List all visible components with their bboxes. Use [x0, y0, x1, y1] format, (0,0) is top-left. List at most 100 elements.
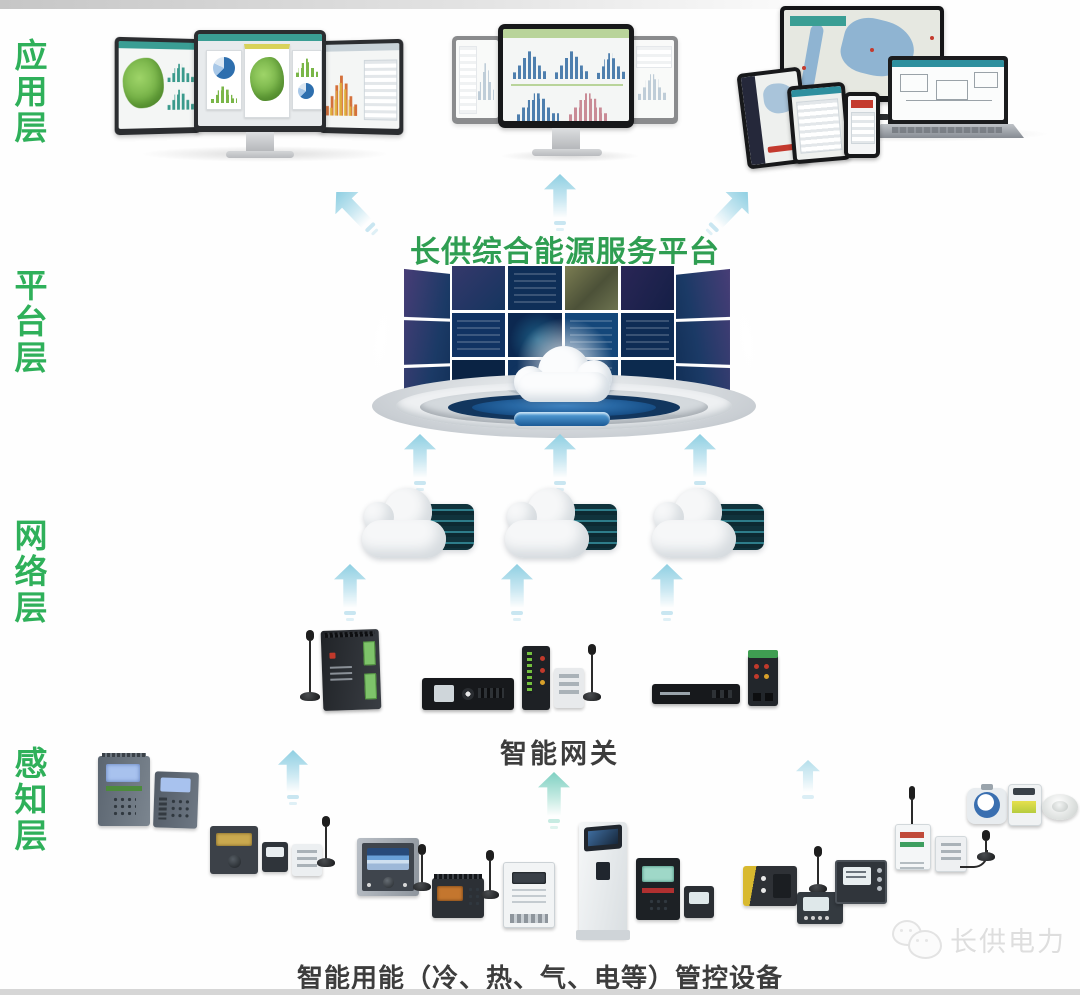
laptop-header	[892, 60, 1004, 67]
front-buttons	[761, 876, 766, 881]
arrow-dash	[511, 611, 523, 615]
wall-screen	[620, 266, 674, 310]
tablet-sidebar	[740, 76, 766, 166]
rack-switch-icon	[652, 684, 740, 704]
arrow-dash	[513, 618, 521, 621]
multifunction-meter-icon	[684, 886, 714, 918]
chat-bubble	[892, 920, 922, 946]
label-strip	[106, 786, 142, 791]
bar-chart-graphic	[555, 51, 589, 79]
bar-chart-graphic	[296, 58, 318, 77]
bar-chart-graphic	[638, 74, 668, 100]
meter-handle	[981, 784, 993, 790]
arrow-shape	[501, 564, 533, 608]
wall-screen	[452, 266, 506, 310]
tablet-screen	[791, 85, 847, 161]
controller-box-icon	[743, 866, 797, 906]
led-column	[527, 652, 532, 694]
cloud-body	[362, 520, 446, 558]
chat-bubble	[908, 930, 942, 959]
wechat-logo-icon	[890, 918, 942, 960]
page-edge-shade-top	[0, 0, 1080, 9]
green-map-graphic	[122, 57, 164, 109]
pie-card	[206, 50, 242, 110]
terminal-row	[510, 914, 548, 923]
charging-kiosk-icon	[576, 822, 630, 940]
monitor-dashboard-icon	[194, 30, 326, 132]
screen	[503, 29, 629, 121]
arrow-shape	[544, 434, 576, 478]
status-leds	[540, 656, 545, 661]
multifunction-meter-icon	[357, 838, 419, 896]
layer-label-perception: 感知层	[9, 746, 48, 854]
smartphone-icon	[844, 92, 880, 158]
din-module-white	[554, 668, 584, 708]
antenna-tip	[588, 644, 596, 655]
ports	[712, 690, 732, 698]
vent-ridges	[102, 753, 146, 757]
arrow-shape	[544, 174, 576, 218]
up-arrow-icon	[684, 434, 716, 491]
arrow-dash	[556, 228, 564, 231]
arrow-shape	[538, 772, 570, 816]
vent-ridges	[324, 631, 375, 638]
antenna-base	[413, 882, 431, 891]
protection-relay-icon	[98, 753, 150, 826]
power-meter-icon	[210, 826, 258, 874]
wall-screen	[620, 313, 674, 357]
label-line	[660, 692, 690, 695]
arrow-dash	[289, 802, 297, 805]
screen	[198, 34, 322, 126]
antenna-base	[300, 692, 320, 701]
screen-toolbar	[198, 34, 322, 41]
meter-dial	[974, 792, 1000, 818]
up-arrow-icon	[538, 772, 570, 829]
arrow-shape	[404, 434, 436, 478]
table-graphic	[796, 98, 843, 154]
ports	[478, 688, 504, 698]
tablet-header	[791, 85, 842, 98]
antenna-rod	[489, 860, 491, 892]
antenna-base	[977, 852, 995, 861]
tablet-table-icon	[786, 81, 852, 165]
label-lines	[329, 665, 352, 669]
laptop-base	[870, 124, 1024, 138]
bar-chart-graphic-pink	[569, 93, 609, 121]
buttons-row	[804, 916, 808, 920]
panel-meter-icon	[835, 860, 887, 904]
module-slots	[559, 674, 579, 678]
phone-banner	[851, 100, 873, 108]
color-lcd	[367, 848, 409, 870]
antenna-rod	[591, 654, 593, 694]
up-arrow-icon	[278, 750, 308, 805]
monitor-base	[532, 149, 602, 156]
meter-lcd	[843, 867, 871, 885]
laptop-keyboard	[891, 127, 1003, 133]
wall-glare	[723, 278, 771, 402]
bar-chart-graphic	[513, 51, 547, 79]
terminal-block	[363, 641, 376, 666]
antenna-base	[481, 890, 499, 899]
keypad	[169, 797, 191, 819]
wall-screen	[452, 313, 506, 357]
module-slots	[297, 850, 317, 853]
data-collector-icon	[432, 874, 484, 918]
arrow-shape	[684, 434, 716, 478]
chart-card	[292, 50, 322, 110]
red-strip	[642, 888, 674, 893]
screen-toolbar	[118, 40, 198, 50]
arrow-dash	[694, 481, 706, 485]
arrow-dash	[416, 488, 424, 491]
antenna-rod	[325, 826, 327, 860]
eth-ports	[753, 693, 761, 701]
antenna-rod	[817, 856, 819, 886]
arrow-dash	[663, 618, 671, 621]
cloud-pedestal-icon	[514, 346, 614, 404]
map-river-graphic	[800, 23, 825, 89]
laptop-screen	[892, 60, 1004, 120]
bar-chart-graphic	[478, 63, 494, 100]
red-label	[900, 832, 924, 838]
cloud-server-icon	[505, 488, 617, 558]
antenna-tip	[814, 846, 822, 857]
keypad	[648, 898, 669, 912]
